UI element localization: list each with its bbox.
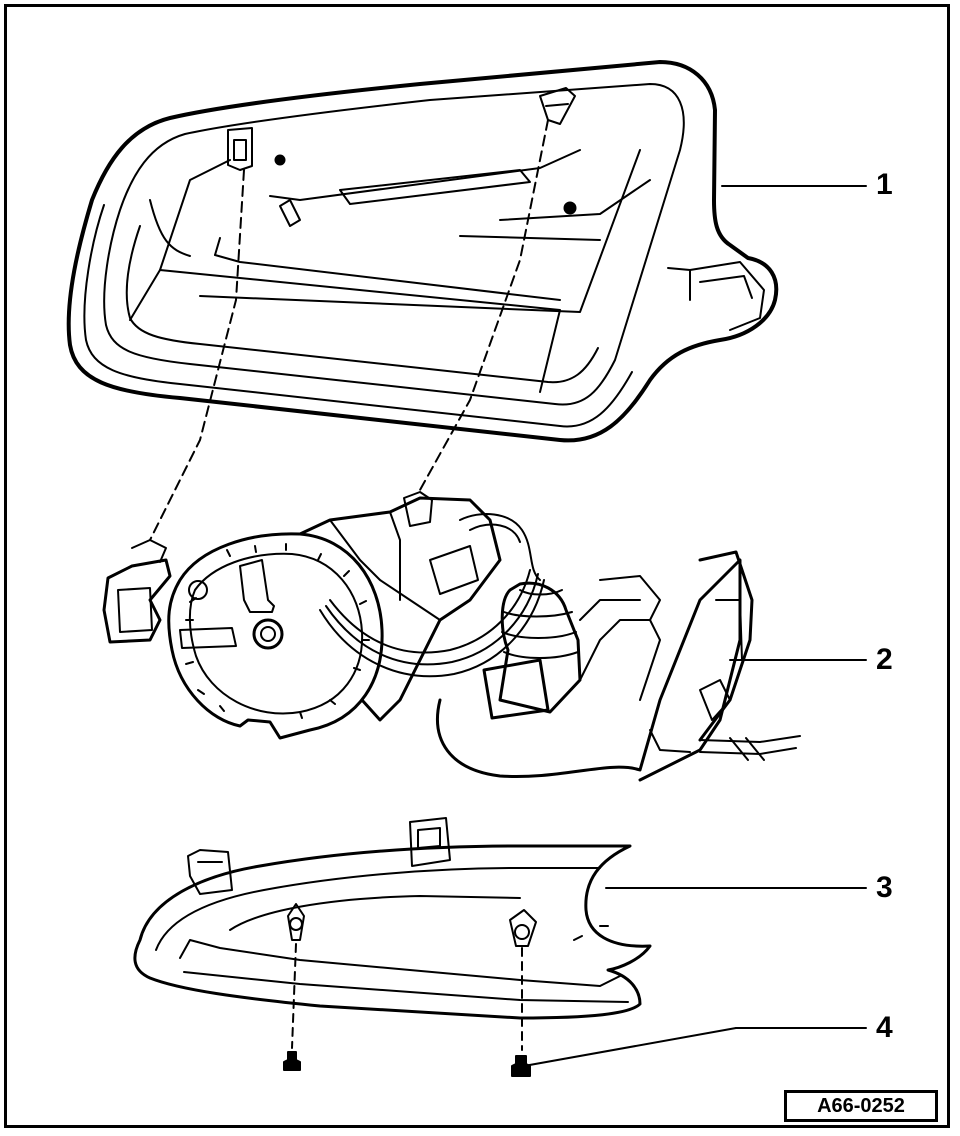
assembly-guide-lines-upper [149,119,549,541]
part-4-screws [283,1051,531,1077]
callout-3: 3 [876,871,893,904]
assembly-guide-lines-lower [291,943,523,1051]
callout-leaders [523,185,867,1067]
callout-1: 1 [876,168,893,201]
part-2-mirror-base [102,491,801,782]
callout-2: 2 [876,643,893,676]
diagram-border [4,4,950,1128]
part-1-mirror-housing [66,60,779,443]
figure-reference-code: A66-0252 [784,1090,938,1122]
part-3-lower-cover [133,817,652,1020]
callout-4: 4 [876,1011,893,1044]
